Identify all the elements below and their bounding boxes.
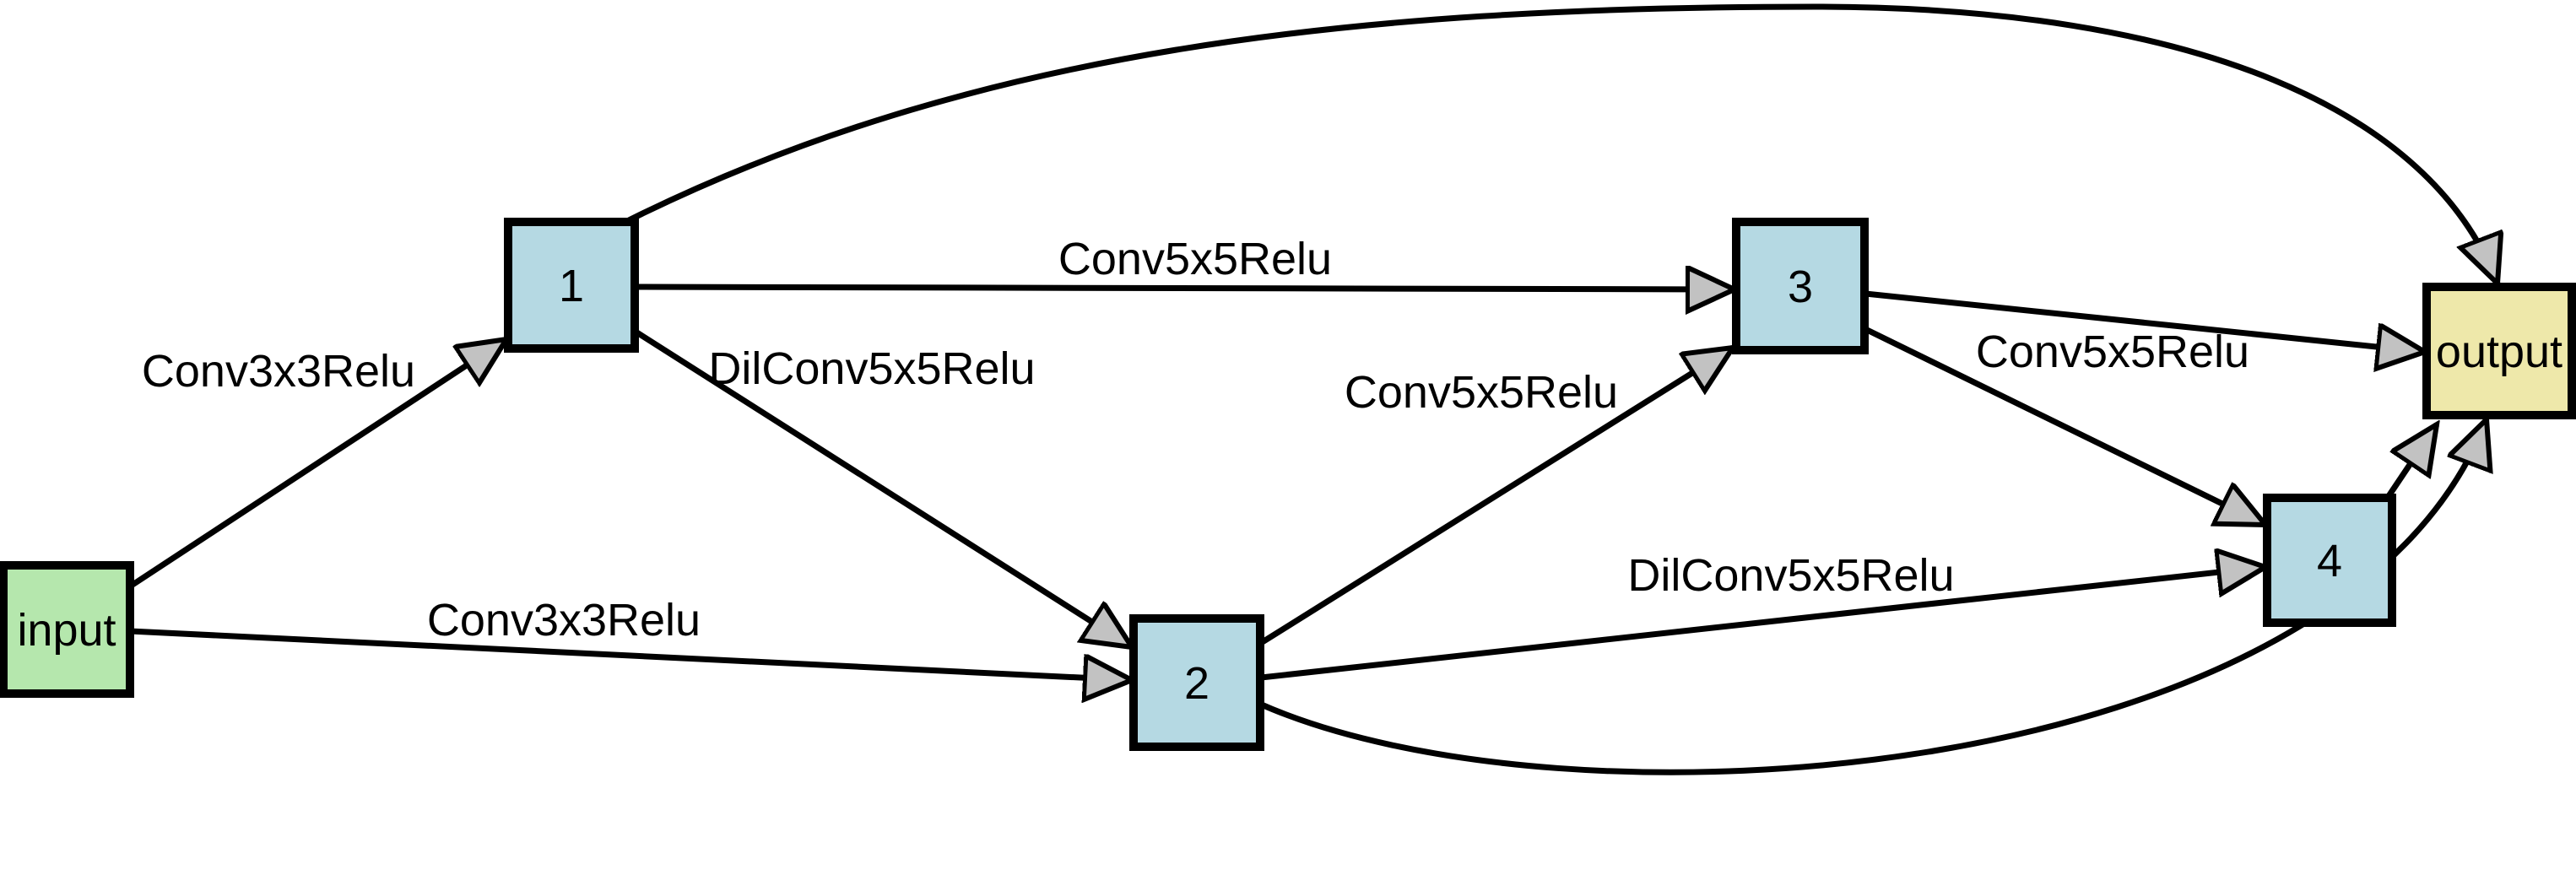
node-output-box [2422, 283, 2576, 419]
edge-1-to-output [627, 3, 2498, 284]
node-1-box [504, 218, 639, 353]
node-3-box [1732, 218, 1869, 354]
node-input-label: input [17, 605, 116, 656]
edge-1-to-3 [635, 287, 1734, 289]
edge-2-to-3 [1259, 348, 1733, 645]
node-output: output [2422, 283, 2576, 419]
edge-3-to-output [1864, 290, 2425, 352]
edge-label-2-to-3: Conv5x5Relu [1345, 367, 1618, 418]
node-1-label: 1 [559, 261, 584, 311]
edge-label-1-to-2: DilConv5x5Relu [708, 343, 1035, 394]
node-4-label: 4 [2317, 536, 2342, 586]
node-2-label: 2 [1184, 658, 1210, 709]
edge-4-to-output [2386, 424, 2437, 498]
node-3: 3 [1732, 218, 1869, 354]
edge-3-to-4 [1864, 326, 2265, 528]
node-input-box [0, 561, 134, 698]
edge-label-input-to-1: Conv3x3Relu [142, 346, 415, 397]
edge-label-2-to-4: DilConv5x5Relu [1627, 550, 1954, 601]
edge-label-3-to-4: Conv5x5Relu [1976, 327, 2249, 377]
node-4: 4 [2263, 494, 2396, 627]
node-2-box [1129, 614, 1264, 751]
edge-input-to-1 [128, 339, 506, 589]
node-output-label: output [2436, 327, 2562, 377]
edge-1-to-2 [634, 329, 1132, 647]
edge-input-to-2 [129, 628, 1132, 680]
node-3-label: 3 [1788, 262, 1813, 312]
node-2: 2 [1129, 614, 1264, 751]
node-1: 1 [504, 218, 639, 353]
edge-2-to-4 [1260, 567, 2265, 681]
node-input: input [0, 561, 134, 698]
edge-label-input-to-2: Conv3x3Relu [427, 595, 701, 645]
edge-label-1-to-3: Conv5x5Relu [1058, 234, 1332, 284]
node-4-box [2263, 494, 2396, 627]
